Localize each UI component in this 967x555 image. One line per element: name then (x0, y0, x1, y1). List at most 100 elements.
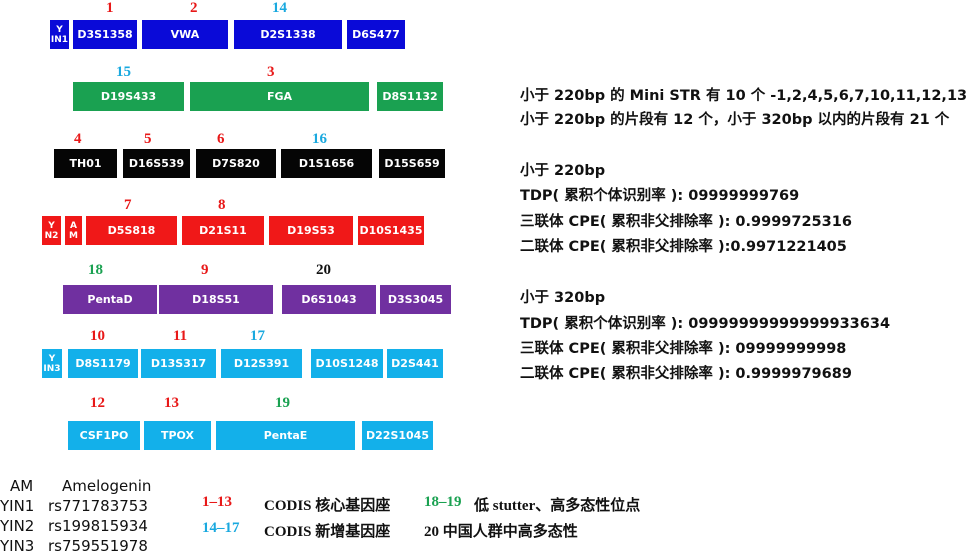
key-chinese-pop-label: 20 中国人群中高多态性 (424, 524, 578, 540)
heading-320bp: 小于 320bp (520, 290, 606, 306)
marker-d22s1045: D22S1045 (362, 421, 433, 450)
legend-yin1-key: YIN1 (0, 497, 35, 515)
marker-label: D1S1656 (298, 157, 355, 170)
legend-yin2-value: rs199815934 (48, 517, 148, 535)
marker-d10s1248: D10S1248 (311, 349, 383, 378)
legend-yin2-key: YIN2 (0, 517, 35, 535)
locus-number: 3 (267, 64, 275, 80)
locus-number: 6 (217, 131, 225, 147)
marker-label: Y IN1 (50, 24, 69, 45)
cpe-trio-320: 三联体 CPE( 累积非父排除率 ): 09999999998 (520, 341, 847, 357)
legend-yin3-key: YIN3 (0, 537, 35, 555)
marker-label: D7S820 (212, 157, 260, 170)
locus-number: 15 (116, 64, 131, 80)
key-low-stutter-label: 低 stutter、高多态性位点 (474, 498, 641, 514)
marker-d2s441: D2S441 (387, 349, 443, 378)
marker-label: D6S477 (352, 28, 400, 41)
marker-pentad: PentaD (63, 285, 157, 314)
marker-csf1po: CSF1PO (68, 421, 140, 450)
marker-label: D6S1043 (301, 293, 357, 306)
marker-d3s1358: D3S1358 (73, 20, 137, 49)
marker-label: Y IN3 (43, 353, 61, 374)
marker-d6s477: D6S477 (347, 20, 405, 49)
marker-label: D10S1435 (359, 224, 423, 237)
marker-label: D19S433 (100, 90, 157, 103)
marker-d3s3045: D3S3045 (380, 285, 451, 314)
cpe-duo-320: 二联体 CPE( 累积非父排除率 ): 0.9999979689 (520, 366, 852, 382)
locus-number: 10 (90, 328, 105, 344)
marker-d13s317: D13S317 (141, 349, 216, 378)
key-codis-new-label: CODIS 新增基因座 (264, 524, 391, 540)
legend-yin3-value: rs759551978 (48, 537, 148, 555)
marker-label: D13S317 (150, 357, 207, 370)
marker-label: Y N2 (44, 220, 59, 241)
summary-line-2: 小于 220bp 的片段有 12 个，小于 320bp 以内的片段有 21 个 (520, 112, 950, 128)
marker-d7s820: D7S820 (196, 149, 276, 178)
marker-label: VWA (170, 28, 200, 41)
marker-d19s433: D19S433 (73, 82, 184, 111)
marker-yin2: Y N2 (42, 216, 61, 245)
marker-label: D15S659 (384, 157, 440, 170)
heading-220bp: 小于 220bp (520, 163, 606, 179)
legend-am-value: Amelogenin (62, 477, 152, 495)
marker-label: PentaD (87, 293, 133, 306)
locus-number: 13 (164, 395, 179, 411)
marker-d16s539: D16S539 (123, 149, 190, 178)
locus-number: 19 (275, 395, 290, 411)
locus-number: 16 (312, 131, 327, 147)
key-codis-core-label: CODIS 核心基因座 (264, 498, 391, 514)
marker-d19s53: D19S53 (269, 216, 353, 245)
marker-d8s1132: D8S1132 (377, 82, 443, 111)
locus-number: 18 (88, 262, 103, 278)
key-low-stutter-range: 18–19 (424, 494, 462, 510)
marker-label: D8S1132 (382, 90, 438, 103)
key-codis-new-range: 14–17 (202, 520, 240, 536)
marker-label: D21S11 (199, 224, 247, 237)
marker-label: D16S539 (128, 157, 185, 170)
marker-vwa: VWA (142, 20, 228, 49)
marker-tpox: TPOX (144, 421, 211, 450)
marker-yin1: Y IN1 (50, 20, 69, 49)
cpe-trio-220: 三联体 CPE( 累积非父排除率 ): 0.9999725316 (520, 214, 852, 230)
locus-number: 14 (272, 0, 287, 16)
marker-label: D2S1338 (260, 28, 316, 41)
marker-d6s1043: D6S1043 (282, 285, 376, 314)
marker-d21s11: D21S11 (182, 216, 264, 245)
marker-d8s1179: D8S1179 (68, 349, 138, 378)
marker-d15s659: D15S659 (379, 149, 445, 178)
marker-label: D22S1045 (366, 429, 429, 442)
marker-label: D18S51 (192, 293, 240, 306)
legend-am-key: AM (10, 477, 34, 495)
marker-label: D2S441 (391, 357, 439, 370)
marker-yin3: Y IN3 (42, 349, 62, 378)
legend-yin1-value: rs771783753 (48, 497, 148, 515)
locus-number: 9 (201, 262, 209, 278)
locus-number: 11 (173, 328, 188, 344)
marker-d18s51: D18S51 (159, 285, 273, 314)
marker-am: A M (65, 216, 82, 245)
locus-number: 17 (250, 328, 265, 344)
marker-label: TPOX (160, 429, 194, 442)
marker-d10s1435: D10S1435 (358, 216, 424, 245)
cpe-duo-220: 二联体 CPE( 累积非父排除率 ):0.9971221405 (520, 239, 847, 255)
locus-number: 4 (74, 131, 82, 147)
marker-label: D3S3045 (387, 293, 444, 306)
locus-number: 2 (190, 0, 198, 16)
marker-label: TH01 (69, 157, 102, 170)
marker-label: D8S1179 (75, 357, 131, 370)
marker-label: D10S1248 (315, 357, 379, 370)
marker-d12s391: D12S391 (221, 349, 302, 378)
marker-label: D12S391 (233, 357, 290, 370)
marker-d1s1656: D1S1656 (281, 149, 372, 178)
tdp-320: TDP( 累积个体识别率 ): 09999999999999933634 (520, 316, 891, 332)
locus-number: 20 (316, 262, 331, 278)
marker-fga: FGA (190, 82, 369, 111)
marker-label: D3S1358 (77, 28, 133, 41)
locus-number: 8 (218, 197, 226, 213)
locus-number: 1 (106, 0, 114, 16)
key-codis-core-range: 1–13 (202, 494, 232, 510)
marker-label: D19S53 (287, 224, 335, 237)
marker-label: CSF1PO (79, 429, 129, 442)
summary-line-1: 小于 220bp 的 Mini STR 有 10 个 -1,2,4,5,6,7,… (520, 88, 967, 104)
locus-number: 7 (124, 197, 132, 213)
